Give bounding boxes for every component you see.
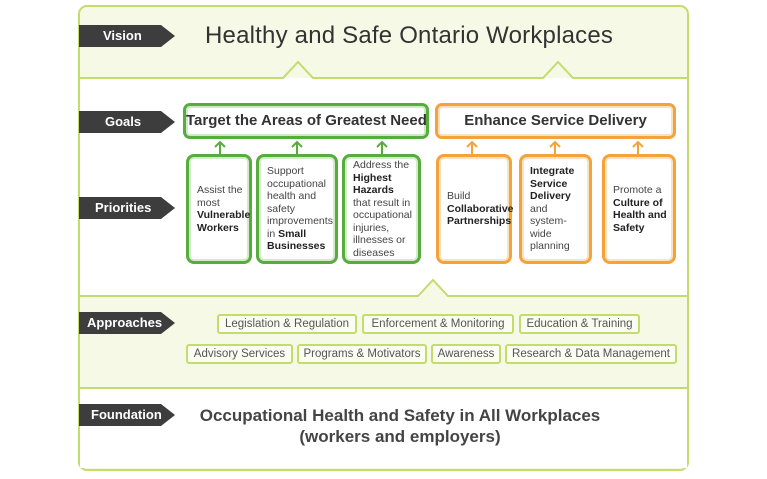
green-arrows [214, 140, 388, 154]
priority-highest-hazards: Address the Highest Hazards that result … [342, 154, 421, 264]
priority-integrate-service: Integrate Service Delivery and system-wi… [519, 154, 592, 264]
vision-title: Healthy and Safe Ontario Workplaces [205, 22, 614, 49]
foundation-line-2: (workers and employers) [299, 427, 501, 446]
approach-research-data: Research & Data Management [505, 344, 677, 364]
goal-target-areas: Target the Areas of Greatest Need [183, 103, 429, 139]
goal-enhance-service: Enhance Service Delivery [435, 103, 676, 139]
priority-small-businesses: Support occupational health and safety i… [256, 154, 338, 264]
priority-culture-health-safety: Promote a Culture of Health and Safety [602, 154, 676, 264]
approach-enforcement-monitoring: Enforcement & Monitoring [362, 314, 514, 334]
foundation-line-1: Occupational Health and Safety in All Wo… [199, 406, 601, 425]
orange-arrows [466, 140, 644, 154]
vision-label: Vision [79, 25, 175, 47]
approach-programs-motivators: Programs & Motivators [297, 344, 427, 364]
approach-education-training: Education & Training [519, 314, 640, 334]
approach-legislation-regulation: Legislation & Regulation [217, 314, 357, 334]
goals-label: Goals [79, 111, 175, 133]
priority-collaborative-partnerships: Build Collaborative Partnerships [436, 154, 514, 264]
foundation-title: Occupational Health and Safety in All Wo… [180, 405, 620, 447]
priority-vulnerable-workers: Assist the most Vulnerable Workers [186, 154, 252, 264]
approaches-label: Approaches [79, 312, 175, 334]
foundation-label: Foundation [79, 404, 175, 426]
priorities-label: Priorities [79, 197, 175, 219]
approach-awareness: Awareness [431, 344, 501, 364]
approach-advisory-services: Advisory Services [186, 344, 293, 364]
